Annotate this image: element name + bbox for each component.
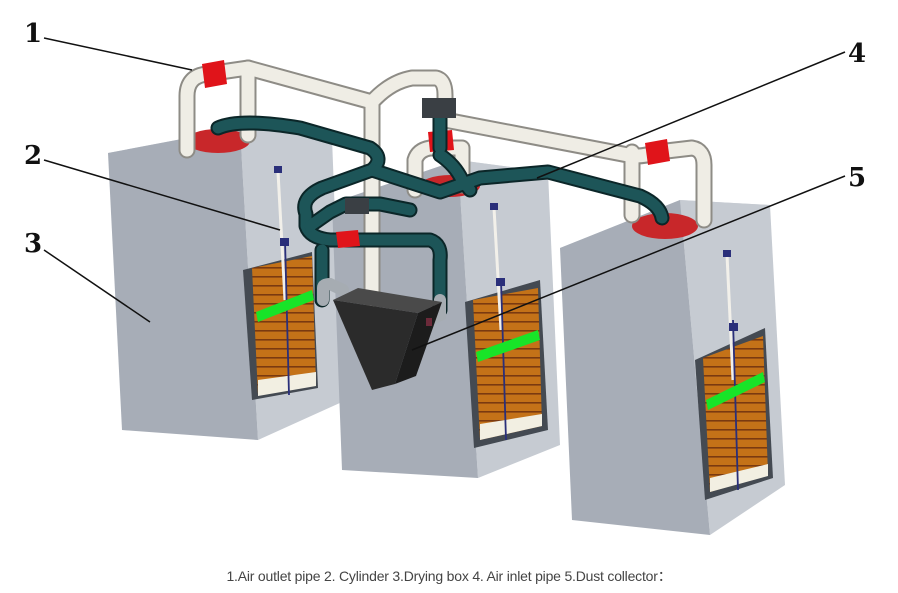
leader-4 — [536, 51, 846, 179]
collector-top — [333, 288, 442, 313]
box-1-cylinder-rod — [276, 171, 287, 301]
label-5: 5 — [848, 163, 866, 193]
figure-caption: 1.Air outlet pipe 2. Cylinder 3.Drying b… — [226, 568, 672, 584]
box-2-cylinder-rod — [492, 207, 503, 331]
box-2-rod-shaft — [500, 279, 507, 441]
box-2-cylinder-top-cap — [490, 203, 498, 210]
box-1-front — [108, 128, 258, 440]
box-1-indicator-bar — [256, 290, 314, 322]
box-1-cylinder-top-cap — [274, 166, 282, 173]
box-3-indicator-bar — [706, 372, 765, 410]
leader-3 — [43, 249, 151, 323]
label-4: 4 — [848, 39, 866, 69]
box-3-rod-shaft — [732, 319, 739, 491]
leader-lines — [43, 37, 846, 351]
box-3-cylinder-top-cap — [723, 250, 731, 257]
dust-collector — [333, 288, 442, 390]
label-1: 1 — [24, 19, 42, 49]
box-2-indicator-bar — [476, 330, 540, 362]
inlet-tee-junction-lower — [345, 198, 369, 214]
flange-right — [645, 139, 670, 165]
air-inlet-pipe — [210, 100, 670, 318]
leader-5 — [411, 175, 846, 351]
air-outlet-pipe — [178, 59, 713, 309]
drying-box-3 — [560, 200, 785, 535]
box-3-cylinder-joint — [729, 323, 738, 331]
box-1-top-outlet-flange — [186, 129, 250, 153]
leader-2 — [43, 159, 281, 231]
box-2-cylinder-joint — [496, 278, 505, 286]
number-labels: 1 2 3 4 5 — [24, 19, 866, 259]
box-1-rod-shaft — [284, 239, 290, 396]
drying-box-1 — [108, 128, 342, 440]
collector-body-shade — [333, 300, 418, 390]
box-1-window-bottom — [258, 372, 316, 396]
collector-outlet-flange — [426, 318, 432, 326]
flange-left — [202, 60, 227, 88]
box-3-top-outlet-flange — [632, 213, 698, 239]
box-3-window-bottom — [710, 464, 768, 492]
label-2: 2 — [24, 141, 42, 171]
box-1-damper — [252, 256, 316, 395]
label-3: 3 — [24, 229, 42, 259]
inlet-tee-junction — [422, 98, 456, 118]
box-3-cylinder-rod — [725, 254, 735, 381]
box-2-damper — [473, 288, 542, 440]
inlet-red-valve — [336, 230, 360, 248]
box-3-front — [560, 200, 710, 535]
leader-1 — [43, 37, 193, 71]
box-1-cylinder-joint — [280, 238, 289, 246]
box-2-window-bottom — [480, 414, 542, 440]
